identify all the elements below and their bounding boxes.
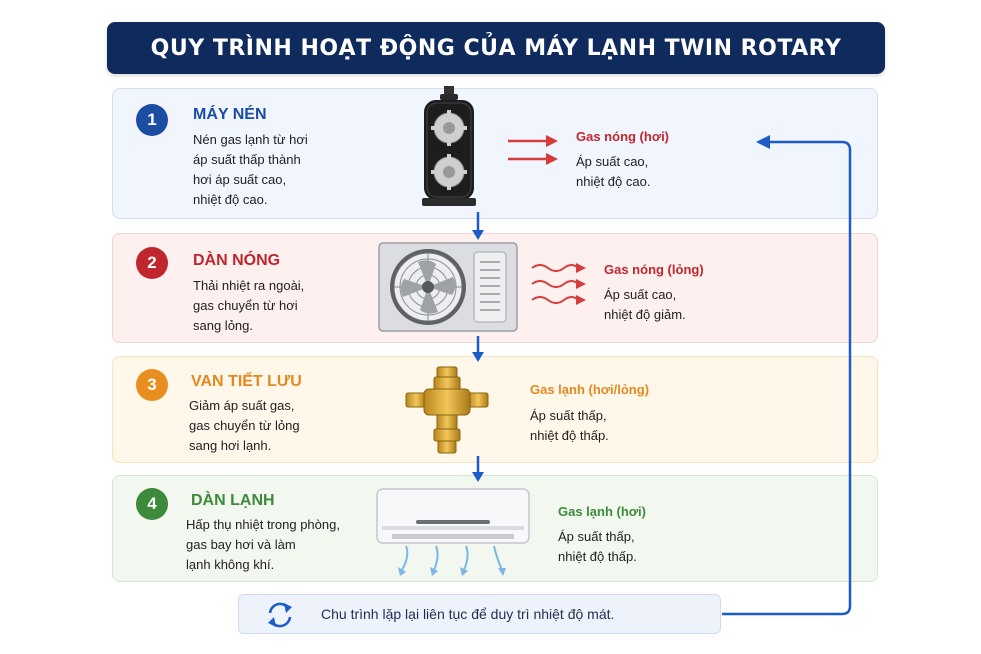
gas-state-description: Áp suất thấp, nhiệt độ thấp. (558, 529, 637, 564)
hot-gas-arrows-icon (508, 135, 558, 165)
expansion-valve-icon (405, 366, 489, 454)
flow-arrow-down-icon (472, 456, 484, 482)
flow-arrow-down-icon (472, 212, 484, 240)
page-title: QUY TRÌNH HOẠT ĐỘNG CỦA MÁY LẠNH TWIN RO… (150, 35, 842, 61)
gas-state-title: Gas lạnh (hơi/lỏng) (530, 382, 650, 397)
step-title: DÀN NÓNG (193, 252, 281, 269)
step-description: Giảm áp suất gas, gas chuyển từ lỏng san… (189, 398, 300, 453)
cycle-return-arrow-icon (722, 135, 852, 616)
gas-state-description: Áp suất cao, nhiệt độ cao. (576, 154, 651, 189)
gas-state-title: Gas nóng (lỏng) (604, 262, 704, 277)
gas-state-title: Gas lạnh (hơi) (558, 504, 646, 519)
title-banner: QUY TRÌNH HOẠT ĐỘNG CỦA MÁY LẠNH TWIN RO… (107, 22, 885, 74)
step-title: VAN TIẾT LƯU (191, 373, 302, 390)
indoor-unit-icon (376, 488, 530, 576)
step-title: DÀN LẠNH (191, 492, 275, 509)
step-number-badge: 3 (136, 369, 168, 401)
step-title: MÁY NÉN (193, 106, 267, 123)
step-number-badge: 2 (136, 247, 168, 279)
gas-state-description: Áp suất thấp, nhiệt độ thấp. (530, 408, 609, 443)
step-card-expansion-valve: 3 VAN TIẾT LƯU Giảm áp suất gas, gas chu… (112, 356, 878, 463)
step-number-badge: 1 (136, 104, 168, 136)
cycle-icon (268, 602, 292, 628)
heat-wave-arrows-icon (531, 263, 586, 305)
step-card-compressor: 1 MÁY NÉN Nén gas lạnh từ hơi áp suất th… (112, 88, 878, 219)
step-description: Hấp thụ nhiệt trong phòng, gas bay hơi v… (186, 517, 340, 572)
step-description: Thải nhiệt ra ngoài, gas chuyển từ hơi s… (193, 278, 305, 333)
step-description: Nén gas lạnh từ hơi áp suất thấp thành h… (193, 132, 308, 207)
outdoor-unit-icon (378, 242, 518, 332)
gas-state-description: Áp suất cao, nhiệt độ giảm. (604, 287, 686, 322)
flow-arrow-down-icon (472, 336, 484, 362)
cycle-note-box: Chu trình lặp lại liên tục để duy trì nh… (238, 594, 721, 634)
compressor-icon (422, 86, 476, 206)
step-number-badge: 4 (136, 488, 168, 520)
cycle-note-text: Chu trình lặp lại liên tục để duy trì nh… (321, 606, 615, 622)
gas-state-title: Gas nóng (hơi) (576, 129, 670, 144)
